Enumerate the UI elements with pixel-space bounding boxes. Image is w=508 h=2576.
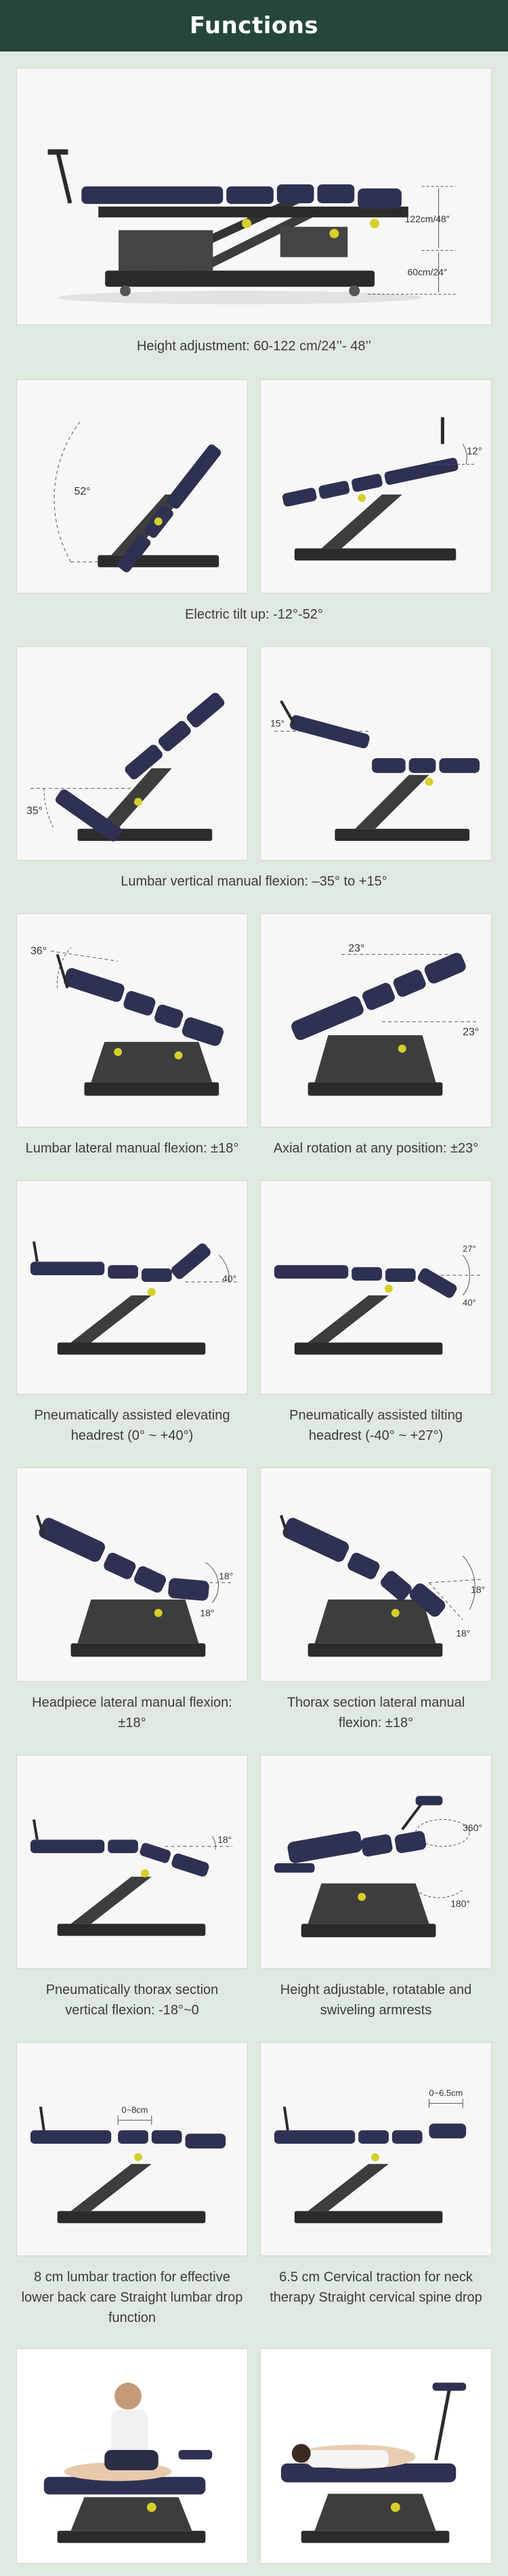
header-banner: Functions <box>0 0 508 51</box>
headrest-elevating-caption: Pneumatically assisted elevating headres… <box>34 1408 230 1443</box>
tilt-up-illustration: 52° <box>54 420 221 573</box>
tilt-down-label: 12° <box>467 446 482 457</box>
cervical-traction-label: 0~6.5cm <box>429 2088 463 2098</box>
thorax-lateral-illustration: 18° 18° <box>280 1514 485 1657</box>
headrest-tilting-image: 27° 40° <box>260 1180 492 1394</box>
lumbar-lateral-label: 36° <box>30 946 47 957</box>
thorax-lateral-label-1: 18° <box>471 1584 485 1595</box>
cervical-traction-caption: 6.5 cm Cervical traction for neck therap… <box>270 2270 482 2305</box>
tilt-caption: Electric tilt up: -12°-52° <box>185 607 323 622</box>
axial-label-bottom: 23° <box>463 1026 479 1038</box>
height-caption: Height adjustment: 60-122 cm/24’’- 48’’ <box>136 339 372 354</box>
lumbar-up-label: 15° <box>270 718 284 728</box>
headrest-elevating-illustration: 40° <box>30 1241 239 1355</box>
lumbar-vertical-right-image: 15° <box>260 646 492 860</box>
thorax-vertical-label: 18° <box>217 1834 232 1845</box>
lumbar-down-label: 35° <box>26 805 43 816</box>
armrest-illustration: 360° 180° <box>274 1795 482 1938</box>
cervical-traction-image: 0~6.5cm <box>260 2042 492 2256</box>
tilt-left-image: 52° <box>16 379 248 594</box>
headpiece-lateral-label-1: 18° <box>219 1571 233 1581</box>
tilt-up-label: 52° <box>75 486 91 497</box>
patient-photo-illustration <box>261 2349 491 2563</box>
therapy-photo-right <box>260 2348 492 2564</box>
height-adjustment-image: 122cm/48″ 60cm/24″ <box>16 68 492 325</box>
thorax-lateral-image: 18° 18° <box>260 1468 492 1682</box>
height-table-illustration: 122cm/48″ 60cm/24″ <box>47 149 456 305</box>
headpiece-lateral-image: 18° 18° <box>16 1468 248 1682</box>
headpiece-lateral-label-2: 18° <box>200 1608 214 1619</box>
armrest-image: 360° 180° <box>260 1755 492 1969</box>
tilt-right-image: 12° <box>260 379 492 594</box>
axial-rotation-illustration: 23° 23° <box>291 943 479 1096</box>
armrest-caption: Height adjustable, rotatable and swiveli… <box>280 1982 472 2018</box>
lumbar-lateral-image: 36° <box>16 913 248 1127</box>
lumbar-traction-caption: 8 cm lumbar traction for effective lower… <box>21 2270 243 2325</box>
height-label-min: 60cm/24″ <box>408 266 447 277</box>
lumbar-vertical-caption: Lumbar vertical manual flexion: –35° to … <box>121 874 387 889</box>
axial-rotation-image: 23° 23° <box>260 913 492 1127</box>
tilt-down-illustration: 12° <box>282 417 482 561</box>
lumbar-vertical-left-image: 35° <box>16 646 248 860</box>
headrest-tilt-down-label: 40° <box>463 1297 476 1308</box>
thorax-vertical-illustration: 18° <box>30 1819 233 1936</box>
armrest-rotation-label: 360° <box>463 1822 482 1833</box>
height-label-max: 122cm/48″ <box>405 213 450 224</box>
axial-label-top: 23° <box>348 943 364 955</box>
headrest-elevating-image: 40° <box>16 1180 248 1394</box>
headpiece-lateral-caption: Headpiece lateral manual flexion: ±18° <box>32 1695 232 1730</box>
headpiece-lateral-illustration: 18° 18° <box>36 1514 233 1657</box>
headrest-elevating-label: 40° <box>222 1273 236 1284</box>
lumbar-up-illustration: 15° <box>270 700 480 842</box>
lumbar-traction-illustration: 0~8cm <box>30 2104 226 2224</box>
thorax-lateral-caption: Thorax section lateral manual flexion: ±… <box>287 1695 465 1730</box>
therapy-photo-left <box>16 2348 248 2564</box>
headrest-tilt-up-label: 27° <box>463 1243 476 1253</box>
headrest-tilting-illustration: 27° 40° <box>274 1243 483 1355</box>
thorax-vertical-image: 18° <box>16 1755 248 1969</box>
lumbar-traction-label: 0~8cm <box>121 2104 148 2115</box>
lumbar-lateral-caption: Lumbar lateral manual flexion: ±18° <box>25 1141 239 1156</box>
cervical-traction-illustration: 0~6.5cm <box>274 2088 467 2224</box>
axial-rotation-caption: Axial rotation at any position: ±23° <box>273 1141 479 1156</box>
headrest-tilting-caption: Pneumatically assisted tilting headrest … <box>289 1408 463 1443</box>
page-title: Functions <box>189 12 319 39</box>
thorax-lateral-label-2: 18° <box>456 1627 470 1638</box>
lumbar-lateral-illustration: 36° <box>30 946 224 1096</box>
thorax-vertical-caption: Pneumatically thorax section vertical fl… <box>45 1982 219 2018</box>
armrest-swivel-label: 180° <box>450 1898 470 1909</box>
lumbar-traction-image: 0~8cm <box>16 2042 248 2256</box>
lumbar-down-illustration: 35° <box>26 692 225 842</box>
therapy-photo-illustration <box>17 2349 247 2563</box>
